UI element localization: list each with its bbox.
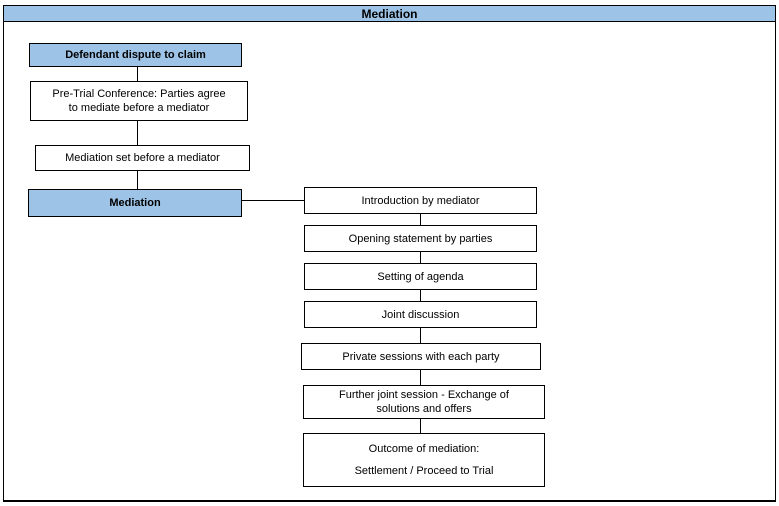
connector-line [137,121,138,145]
flow-box-further-joint-session: Further joint session - Exchange of solu… [303,385,545,419]
flow-box-introduction: Introduction by mediator [304,187,537,214]
diagram-title: Mediation [361,6,418,21]
connector-line [242,200,304,201]
outer-frame [3,5,776,502]
flow-box-label: Settlement / Proceed to Trial [354,465,494,477]
flow-box-mediation-set: Mediation set before a mediator [35,145,250,171]
flow-box-mediation: Mediation [28,189,242,217]
flow-box-label: Pre-Trial Conference: Parties agree to m… [52,88,226,114]
flow-box-private-sessions: Private sessions with each party [301,343,541,370]
flow-box-defendant-dispute: Defendant dispute to claim [29,43,242,67]
flow-box-outcome: Outcome of mediation: Settlement / Proce… [303,433,545,487]
connector-line [420,290,421,301]
flow-box-joint-discussion: Joint discussion [304,301,537,328]
connector-line [137,171,138,189]
title-bar: Mediation [3,5,776,22]
flow-box-label: Introduction by mediator [361,194,480,207]
flow-box-setting-agenda: Setting of agenda [304,263,537,290]
flow-box-label: Outcome of mediation: [368,443,480,455]
flow-box-opening-statement: Opening statement by parties [304,225,537,252]
connector-line [420,419,421,433]
flow-box-label: Opening statement by parties [348,232,493,245]
flow-box-label: Setting of agenda [377,270,464,283]
flow-box-label: Private sessions with each party [342,350,500,363]
connector-line [420,252,421,263]
connector-line [420,328,421,343]
flow-box-label: Mediation set before a mediator [65,152,220,164]
flow-box-label: Mediation [109,197,161,209]
flow-box-pretrial-conference: Pre-Trial Conference: Parties agree to m… [30,81,248,121]
flow-box-label: Further joint session - Exchange of solu… [339,389,509,415]
connector-line [137,67,138,81]
flow-box-label: Defendant dispute to claim [65,49,206,61]
connector-line [420,370,421,385]
connector-line [420,214,421,225]
flow-box-label: Joint discussion [381,308,460,321]
